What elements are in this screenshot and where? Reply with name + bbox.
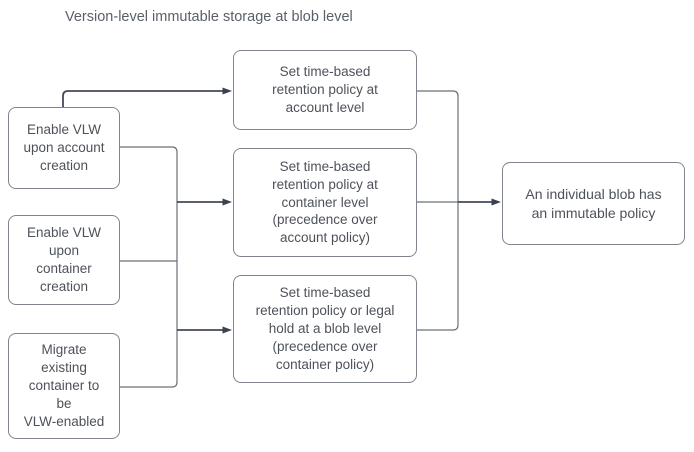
node-retention-policy-account-level: Set time-based retention policy at accou… [233,50,417,130]
node-label: Migrate existing container to be VLW-ena… [23,342,105,429]
node-migrate-existing-container: Migrate existing container to be VLW-ena… [8,333,120,439]
node-retention-policy-blob-level: Set time-based retention policy or legal… [233,275,417,383]
node-enable-vlw-upon-container-creation: Enable VLW upon container creation [8,215,120,305]
node-label: Enable VLW upon account creation [23,122,105,173]
node-label: Set time-based retention policy or legal… [255,285,395,372]
node-enable-vlw-upon-account-creation: Enable VLW upon account creation [8,107,120,189]
node-label: An individual blob has an immutable poli… [525,186,662,221]
node-individual-blob-immutable-policy: An individual blob has an immutable poli… [502,162,685,245]
diagram-title: Version-level immutable storage at blob … [65,9,353,25]
edge-middle-boxes-to-right-trunk [417,90,459,331]
arrow-to-account-policy [62,87,232,107]
node-label: Set time-based retention policy at accou… [272,64,378,115]
node-retention-policy-container-level: Set time-based retention policy at conta… [233,148,417,257]
node-label: Enable VLW upon container creation [26,225,102,294]
edge-account-box-to-trunk [120,146,178,388]
node-label: Set time-based retention policy at conta… [272,158,378,246]
